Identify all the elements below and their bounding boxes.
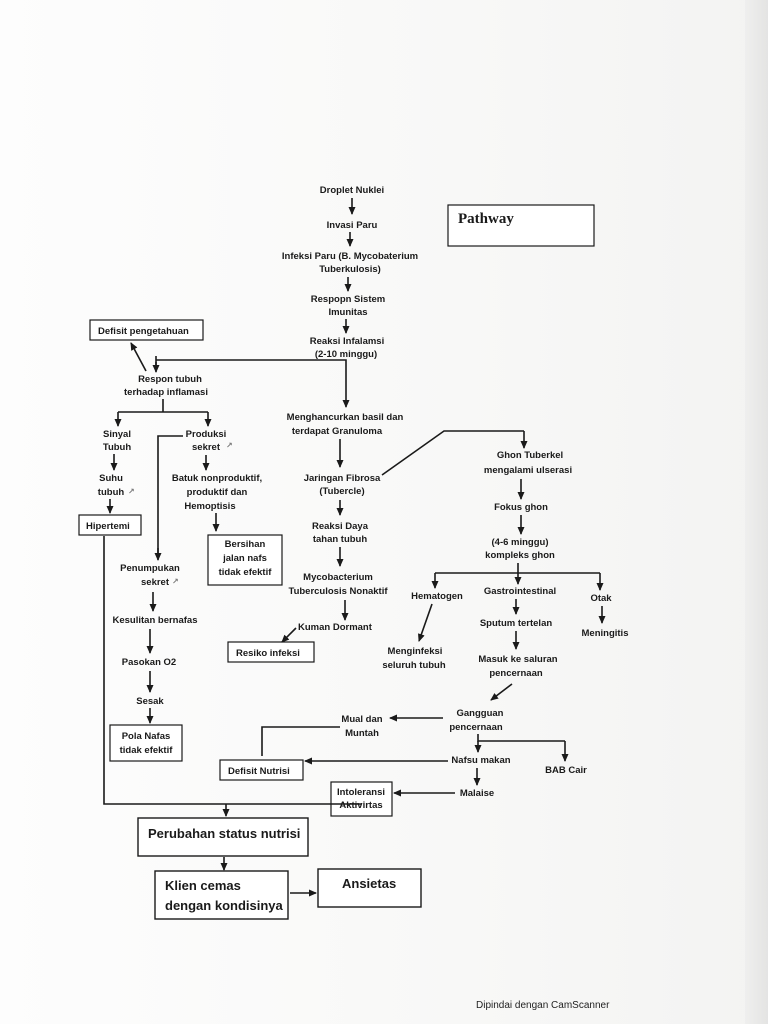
node-respon-tubuh-2: terhadap inflamasi (124, 387, 208, 398)
center-column-text: Droplet Nuklei Invasi Paru Infeksi Paru … (282, 185, 418, 633)
node-reaksi-inflamasi-1: Reaksi Infalamsi (310, 336, 384, 347)
node-infeksi-paru-1: Infeksi Paru (B. Mycobaterium (282, 251, 418, 262)
bersihan-line-3: tidak efektif (219, 567, 273, 578)
node-mual-1: Mual dan (341, 714, 382, 725)
node-infeksi-paru-2: Tuberkulosis) (319, 264, 381, 275)
ansietas-label: Ansietas (342, 876, 396, 891)
node-penumpukan-1: Penumpukan (120, 563, 180, 574)
node-kesulitan-bernafas: Kesulitan bernafas (113, 615, 198, 626)
node-otak: Otak (590, 593, 612, 604)
node-mycobacterium-2: Tuberculosis Nonaktif (288, 586, 388, 597)
bersihan-jalan-nafas-box: Bersihan jalan nafs tidak efektif (207, 534, 283, 586)
node-kuman-dormant: Kuman Dormant (298, 622, 373, 633)
node-hematogen: Hematogen (411, 591, 463, 602)
node-jaringan-fibrosa-2: (Tubercle) (319, 486, 364, 497)
node-sputum: Sputum tertelan (480, 618, 553, 629)
hipertemi-box: Hipertemi (78, 514, 142, 536)
node-pasokan-o2: Pasokan O2 (122, 657, 176, 668)
defisit-nutrisi-box: Defisit Nutrisi (219, 759, 304, 781)
left-column-text: Respon tubuh terhadap inflamasi Sinyal T… (98, 374, 262, 707)
node-jaringan-fibrosa-1: Jaringan Fibrosa (304, 473, 381, 484)
increase-glyphs: ↗ ↗ ↗ (128, 441, 233, 586)
klien-line-2: dengan kondisinya (165, 898, 284, 913)
node-gangguan-1: Gangguan (457, 708, 504, 719)
defisit-pengetahuan-box: Defisit pengetahuan (89, 319, 204, 341)
pola-nafas-box: Pola Nafas tidak efektif (109, 724, 183, 762)
node-menginfeksi-1: Menginfeksi (388, 646, 443, 657)
bersihan-line-1: Bersihan (225, 539, 266, 550)
intoleransi-line-1: Intoleransi (337, 787, 385, 798)
ansietas-box: Ansietas (317, 868, 422, 908)
node-droplet-nuklei: Droplet Nuklei (320, 185, 384, 196)
node-respon-sistem-2: Imunitas (328, 307, 367, 318)
pathway-title: Pathway (458, 211, 514, 227)
node-mycobacterium-1: Mycobacterium (303, 572, 373, 583)
klien-cemas-box: Klien cemas dengan kondisinya (154, 870, 289, 920)
node-reaksi-daya-2: tahan tubuh (313, 534, 368, 545)
node-bab-cair: BAB Cair (545, 765, 587, 776)
node-minggu-2: kompleks ghon (485, 550, 555, 561)
scanner-footer: Dipindai dengan CamScanner (476, 1000, 610, 1011)
node-ghon-1: Ghon Tuberkel (497, 450, 563, 461)
node-mual-2: Muntah (345, 728, 379, 739)
node-sinyal-2: Tubuh (103, 442, 132, 453)
node-sinyal-1: Sinyal (103, 429, 131, 440)
bersihan-line-2: jalan nafs (222, 553, 267, 564)
intoleransi-aktivitas-box: Intoleransi Aktivirtas (330, 781, 393, 817)
connectors (103, 198, 606, 897)
defisit-pengetahuan-label: Defisit pengetahuan (98, 326, 189, 337)
node-suhu-2: tubuh (98, 487, 125, 498)
node-malaise: Malaise (460, 788, 494, 799)
intoleransi-line-2: Aktivirtas (339, 800, 382, 811)
node-suhu-1: Suhu (99, 473, 123, 484)
node-penumpukan-2: sekret (141, 577, 170, 588)
page-edge-shadow (745, 0, 768, 1024)
pola-nafas-line-1: Pola Nafas (122, 731, 171, 742)
node-menghancurkan-2: terdapat Granuloma (292, 426, 383, 437)
node-nafsu-makan: Nafsu makan (451, 755, 510, 766)
perubahan-status-nutrisi-box: Perubahan status nutrisi (137, 817, 309, 857)
resiko-infeksi-box: Resiko infeksi (227, 641, 315, 663)
node-meningitis: Meningitis (582, 628, 629, 639)
node-gastrointestinal: Gastrointestinal (484, 586, 556, 597)
node-menghancurkan-1: Menghancurkan basil dan (287, 412, 404, 423)
node-produksi-1: Produksi (186, 429, 227, 440)
node-menginfeksi-2: seluruh tubuh (382, 660, 446, 671)
node-batuk-1: Batuk nonproduktif, (172, 473, 262, 484)
node-respon-tubuh-1: Respon tubuh (138, 374, 202, 385)
resiko-infeksi-label: Resiko infeksi (236, 648, 300, 659)
node-batuk-2: produktif dan (187, 487, 248, 498)
perubahan-label: Perubahan status nutrisi (148, 826, 300, 841)
right-column-text: Ghon Tuberkel mengalami ulserasi Fokus g… (341, 450, 628, 799)
pathway-title-box: Pathway (447, 204, 595, 247)
increase-arrow-icon: ↗ (226, 441, 233, 450)
node-ghon-2: mengalami ulserasi (484, 465, 572, 476)
node-reaksi-inflamasi-2: (2-10 minggu) (315, 349, 377, 360)
increase-arrow-icon: ↗ (172, 577, 179, 586)
node-masuk-1: Masuk ke saluran (478, 654, 557, 665)
node-batuk-3: Hemoptisis (184, 501, 235, 512)
pola-nafas-line-2: tidak efektif (120, 745, 174, 756)
klien-line-1: Klien cemas (165, 878, 241, 893)
node-minggu-1: (4-6 minggu) (492, 537, 549, 548)
node-sesak: Sesak (136, 696, 164, 707)
node-reaksi-daya-1: Reaksi Daya (312, 521, 369, 532)
defisit-nutrisi-label: Defisit Nutrisi (228, 766, 290, 777)
increase-arrow-icon: ↗ (128, 487, 135, 496)
hipertemi-label: Hipertemi (86, 521, 130, 532)
node-respon-sistem-1: Respopn Sistem (311, 294, 385, 305)
node-invasi-paru: Invasi Paru (327, 220, 378, 231)
node-fokus-ghon: Fokus ghon (494, 502, 548, 513)
node-produksi-2: sekret (192, 442, 221, 453)
node-gangguan-2: pencernaan (449, 722, 503, 733)
node-masuk-2: pencernaan (489, 668, 543, 679)
